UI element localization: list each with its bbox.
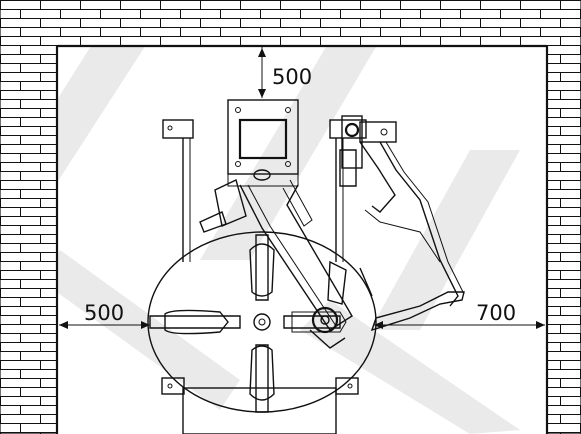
watermark <box>0 0 520 434</box>
assist-arm <box>339 115 465 332</box>
machine-base <box>161 119 367 434</box>
right-clearance-dimension: 700 <box>374 301 545 329</box>
left-clearance-label: 500 <box>84 301 124 325</box>
right-clearance-label: 700 <box>476 301 516 325</box>
column-head <box>227 99 299 187</box>
swing-arm <box>199 179 353 349</box>
left-clearance-dimension: 500 <box>59 301 150 329</box>
top-clearance-label: 500 <box>272 65 312 89</box>
top-clearance-dimension: 500 <box>258 46 312 98</box>
